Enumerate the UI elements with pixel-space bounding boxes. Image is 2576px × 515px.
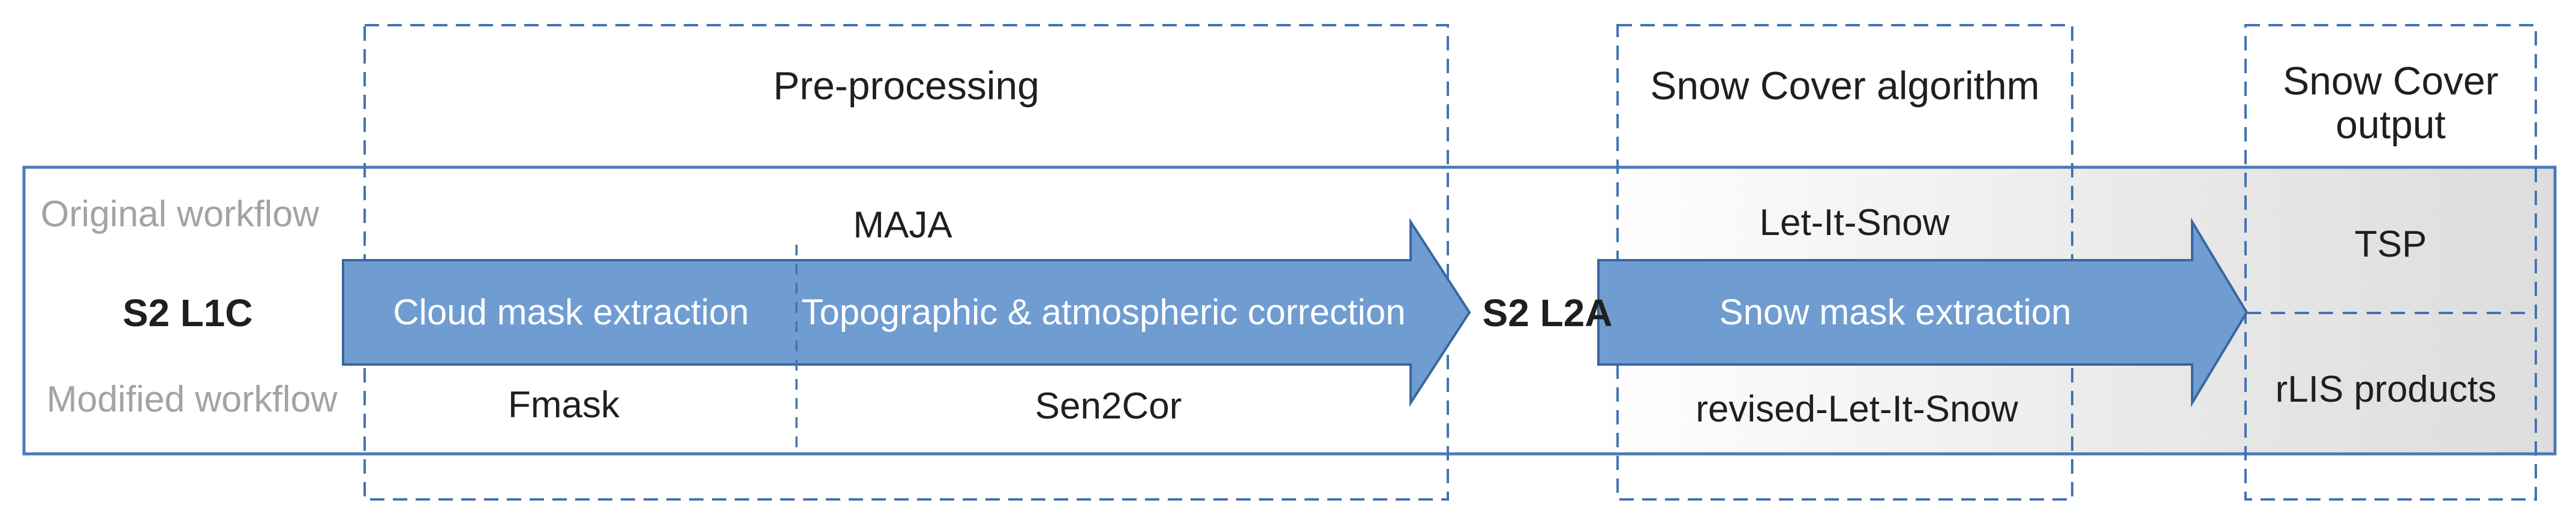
modified-output-rlis-products: rLIS products xyxy=(2275,368,2497,410)
stage-title-snow-cover-output-line2: output xyxy=(2335,102,2446,147)
modified-tool-sen2cor: Sen2Cor xyxy=(1035,385,1182,427)
snow-algorithm-arrow xyxy=(1597,217,2249,408)
original-workflow-row-label: Original workflow xyxy=(40,193,320,234)
original-tool-maja: MAJA xyxy=(853,204,952,246)
stage-title-snow-cover-algorithm: Snow Cover algorithm xyxy=(1650,63,2040,108)
original-output-tsp: TSP xyxy=(2354,223,2427,265)
arrow-step-cloud-mask-extraction: Cloud mask extraction xyxy=(393,292,749,332)
input-product-s2-l1c: S2 L1C xyxy=(122,291,253,335)
modified-tool-fmask: Fmask xyxy=(508,384,620,426)
stage-box-snow-cover-output xyxy=(2244,24,2537,501)
original-tool-let-it-snow: Let-It-Snow xyxy=(1759,201,1950,243)
pre-processing-arrow xyxy=(342,218,1471,407)
arrow-step-topographic-atmospheric-correction: Topographic & atmospheric correction xyxy=(801,292,1406,332)
arrow-step-snow-mask-extraction: Snow mask extraction xyxy=(1719,292,2072,332)
stage-title-snow-cover-output-line1: Snow Cover xyxy=(2283,58,2499,103)
modified-tool-revised-let-it-snow: revised-Let-It-Snow xyxy=(1696,388,2018,430)
stage-title-pre-processing: Pre-processing xyxy=(773,63,1039,108)
intermediate-product-s2-l2a: S2 L2A xyxy=(1482,291,1613,335)
modified-workflow-row-label: Modified workflow xyxy=(46,378,338,420)
